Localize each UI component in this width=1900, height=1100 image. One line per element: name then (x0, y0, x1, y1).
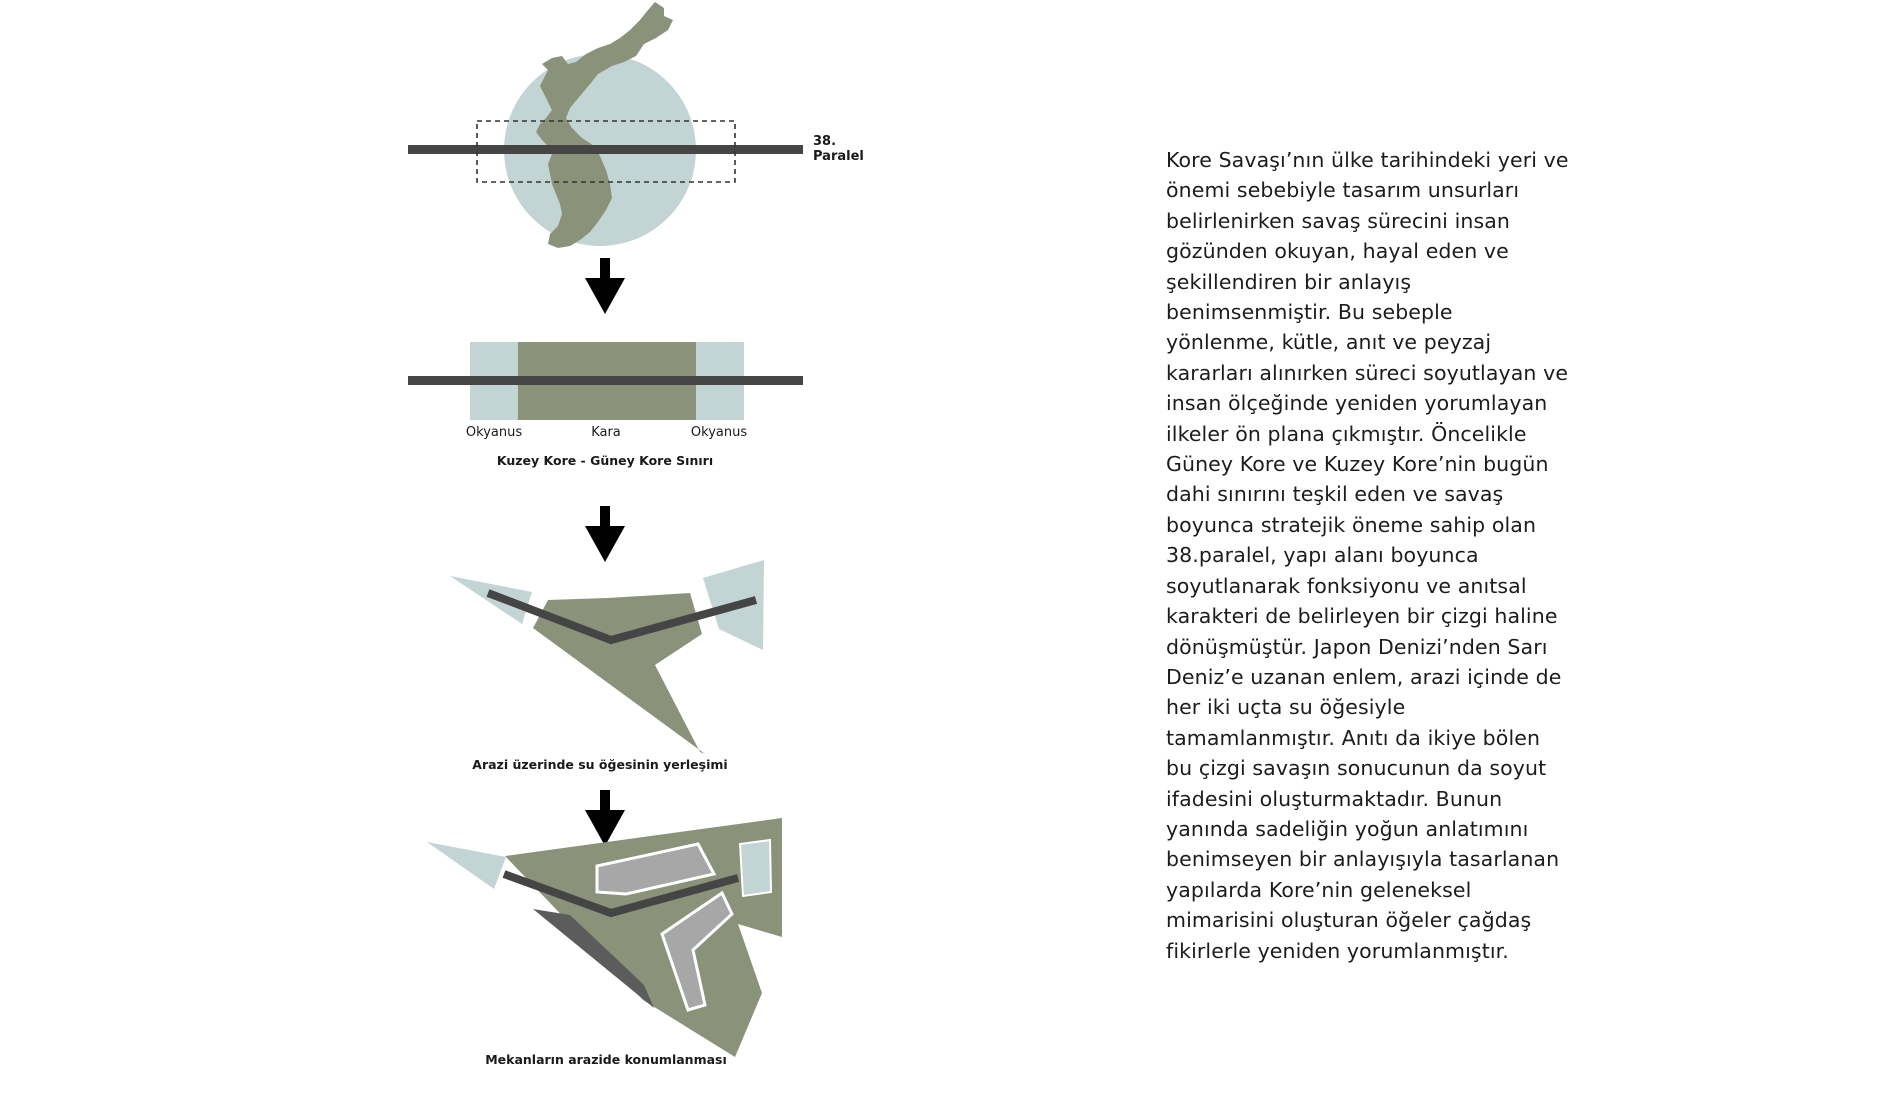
down-arrow-icon (585, 506, 625, 562)
label-ocean-left: Okyanus (466, 425, 522, 440)
caption-border: Kuzey Kore - Güney Kore Sınırı (497, 453, 713, 468)
description-line: yönlenme, kütle, anıt ve peyzaj (1166, 330, 1492, 355)
description-paragraph: Kore Savaşı’nın ülke tarihindeki yeri ve… (1166, 145, 1586, 966)
description-line: fikirlerle yeniden yorumlanmıştır. (1166, 938, 1509, 963)
water-left (450, 576, 532, 624)
down-arrow-icon (585, 790, 625, 846)
description-line: gözünden okuyan, hayal eden ve (1166, 239, 1509, 264)
parallel-label-line2: Paralel (813, 149, 864, 164)
selection-dashed-box (476, 120, 736, 183)
description-line: önemi sebebiyle tasarım unsurları (1166, 178, 1520, 203)
description-line: mimarisini oluşturan öğeler çağdaş (1166, 908, 1532, 933)
parallel-line (408, 145, 803, 154)
description-line: ifadesini oluşturmaktadır. Bunun (1166, 786, 1503, 811)
site-land (533, 593, 705, 754)
description-line: Kore Savaşı’nın ülke tarihindeki yeri ve (1166, 148, 1569, 172)
description-line: kararları alınırken süreci soyutlayan ve (1166, 360, 1569, 385)
caption-water: Arazi üzerinde su öğesinin yerleşimi (472, 757, 727, 772)
description-line: karakteri de belirleyen bir çizgi haline (1166, 604, 1558, 629)
caption-spaces: Mekanların arazide konumlanması (485, 1052, 727, 1067)
description-line: her iki uçta su öğesiyle (1166, 695, 1406, 720)
parallel-line (486, 589, 758, 645)
description-line: boyunca stratejik öneme sahip olan (1166, 512, 1537, 537)
step3-site-water: Arazi üzerinde su öğesinin yerleşimi (450, 560, 764, 772)
parallel-label-line1: 38. (813, 134, 836, 149)
description-line: Güney Kore ve Kuzey Kore’nin bugün (1166, 452, 1549, 477)
description-line: Deniz’e uzanan enlem, arazi içinde de (1166, 664, 1562, 689)
description-line: şekillendiren bir anlayış (1166, 269, 1412, 294)
description-line: bu çizgi savaşın sonucunun da soyut (1166, 756, 1547, 781)
building-lower (660, 890, 734, 1012)
water-left (427, 842, 506, 889)
step4-site-spaces: Mekanların arazide konumlanması (427, 818, 782, 1067)
description-line: dönüşmüştür. Japon Denizi’nden Sarı (1166, 634, 1548, 659)
label-ocean-right: Okyanus (691, 425, 747, 440)
water-right-pool (738, 838, 773, 898)
parallel-line (502, 870, 740, 918)
label-land: Kara (591, 425, 621, 440)
description-line: insan ölçeğinde yeniden yorumlayan (1166, 391, 1548, 416)
step2-border-strip: Okyanus Kara Okyanus Kuzey Kore - Güney … (408, 342, 803, 468)
down-arrow-icon (585, 258, 625, 314)
description-line: yanında sadeliğin yoğun anlatımını (1166, 816, 1529, 841)
korea-peninsula-shape (536, 2, 673, 248)
description-line: ilkeler ön plana çıkmıştır. Öncelikle (1166, 421, 1527, 446)
description-line: benimseyen bir anlayışıyla tasarlanan (1166, 847, 1560, 872)
description-line: yapılarda Kore’nin geleneksel (1166, 877, 1472, 902)
description-line: belirlenirken savaş sürecini insan (1166, 208, 1511, 233)
building-upper (595, 842, 717, 896)
description-line: soyutlanarak fonksiyonu ve anıtsal (1166, 573, 1527, 598)
dark-area (533, 909, 654, 1008)
description-line: benimsenmiştir. Bu sebeple (1166, 300, 1453, 325)
description-line: dahi sınırını teşkil eden ve savaş (1166, 482, 1504, 507)
site-land (505, 818, 782, 1057)
description-line: 38.paralel, yapı alanı boyunca (1166, 543, 1479, 568)
parallel-line (408, 376, 803, 385)
description-line: tamamlanmıştır. Anıtı da ikiye bölen (1166, 725, 1541, 750)
step1-korea-map: 38. Paralel (408, 2, 864, 248)
